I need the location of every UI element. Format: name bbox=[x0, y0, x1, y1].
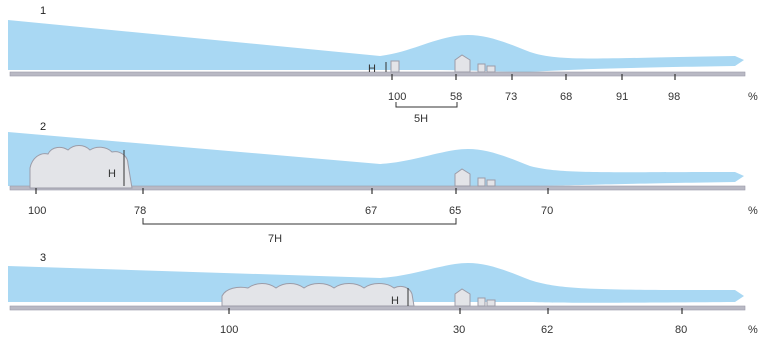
speed-value: 100 bbox=[220, 324, 238, 336]
panel-3-number: 3 bbox=[40, 252, 46, 264]
tick-marks bbox=[228, 308, 683, 314]
tick-marks bbox=[35, 188, 549, 194]
panel-1-number: 1 bbox=[40, 5, 46, 17]
speed-value: 100 bbox=[388, 91, 406, 103]
distance-label: 7H bbox=[268, 233, 282, 245]
speed-value: 70 bbox=[541, 205, 553, 217]
hedge-shelter bbox=[390, 60, 400, 73]
unit-label: % bbox=[748, 324, 758, 336]
tree-shelter bbox=[29, 145, 133, 189]
height-label: H bbox=[368, 63, 376, 75]
speed-value: 67 bbox=[365, 205, 377, 217]
speed-value: 58 bbox=[450, 91, 462, 103]
unit-label: % bbox=[748, 91, 758, 103]
speed-value: 80 bbox=[675, 324, 687, 336]
height-label: H bbox=[108, 168, 116, 180]
distance-label: 5H bbox=[414, 113, 428, 125]
speed-value: 78 bbox=[134, 205, 146, 217]
speed-value: 100 bbox=[28, 205, 46, 217]
tick-marks bbox=[391, 74, 676, 80]
building-icon bbox=[454, 168, 496, 187]
unit-label: % bbox=[748, 205, 758, 217]
ground-strip bbox=[9, 305, 746, 311]
speed-value: 68 bbox=[560, 91, 572, 103]
speed-value: 91 bbox=[616, 91, 628, 103]
wind-band bbox=[8, 262, 744, 303]
ground-strip bbox=[9, 185, 746, 191]
panel-2-number: 2 bbox=[40, 121, 46, 133]
panel-3: 3 H 100 30 62 80 % bbox=[8, 252, 758, 336]
wind-band bbox=[8, 132, 744, 186]
speed-value: 30 bbox=[453, 324, 465, 336]
wind-band bbox=[8, 20, 744, 72]
panel-2: 2 H 100 78 67 65 70 % 7H bbox=[8, 121, 758, 245]
hedge-shelter bbox=[221, 283, 415, 307]
distance-bracket bbox=[142, 218, 457, 225]
speed-value: 98 bbox=[668, 91, 680, 103]
height-label: H bbox=[391, 295, 399, 307]
building-icon bbox=[454, 288, 496, 307]
panel-1: 1 H 100 58 73 68 91 98 % 5H bbox=[8, 5, 758, 125]
speed-value: 65 bbox=[449, 205, 461, 217]
ground-strip bbox=[9, 71, 746, 77]
distance-bracket bbox=[395, 102, 458, 108]
speed-value: 62 bbox=[541, 324, 553, 336]
speed-value: 73 bbox=[505, 91, 517, 103]
building-icon bbox=[454, 54, 496, 73]
